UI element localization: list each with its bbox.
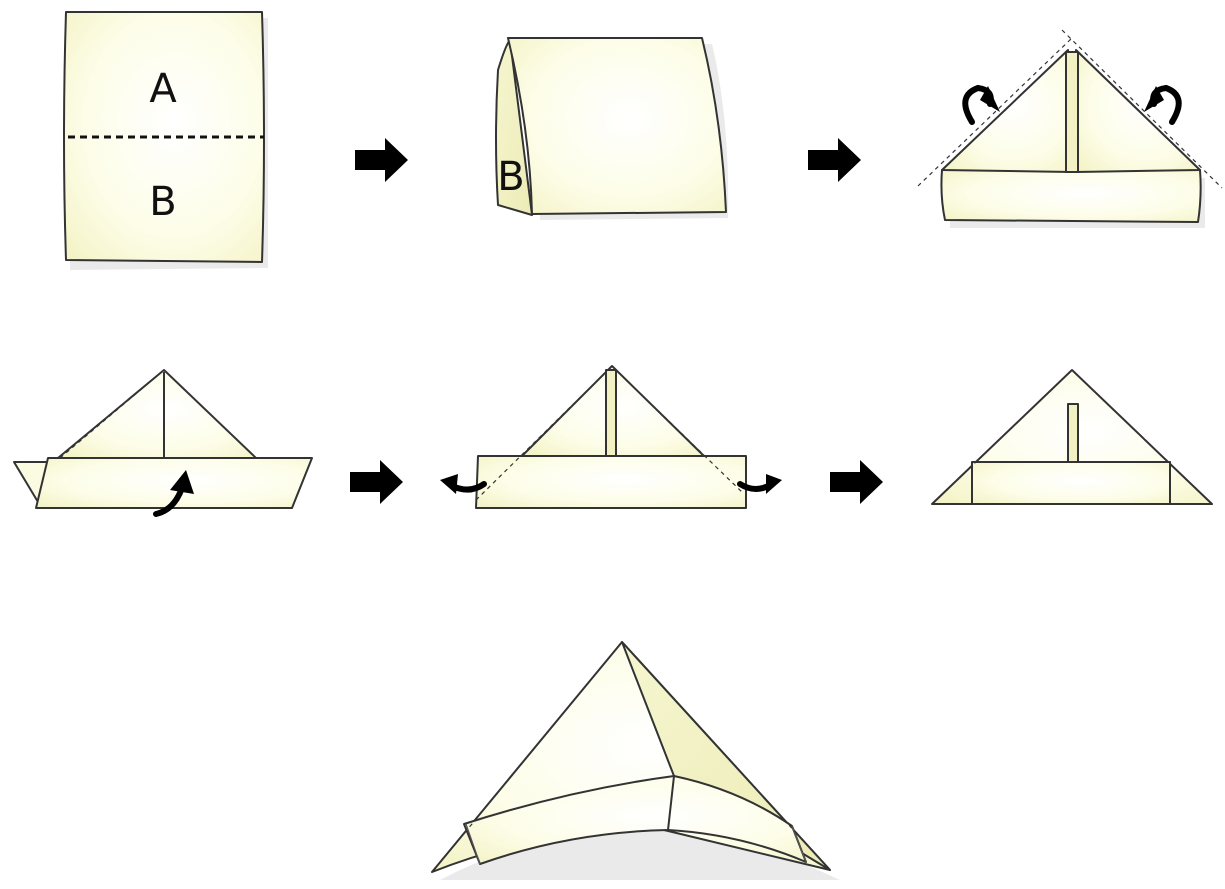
arrow-right-icon	[355, 138, 408, 182]
arrow-right-icon	[350, 460, 403, 504]
step-1-unfolded-sheet: A B	[64, 12, 268, 270]
step-4-fold-brim-up	[14, 370, 312, 508]
step-6-flat-hat	[932, 370, 1212, 504]
label-folded-flap: B	[497, 154, 524, 200]
arrow-right-icon	[830, 460, 883, 504]
step-5-fold-sides-back	[476, 366, 746, 508]
arrow-right-icon	[808, 138, 861, 182]
final-opened-hat	[432, 642, 840, 880]
label-bottom-half: B	[149, 179, 176, 225]
step-3-folded-corners	[918, 30, 1222, 228]
step-2-folded-sheet: B	[496, 38, 728, 220]
curved-fold-arrow-left-icon	[965, 86, 1000, 122]
label-top-half: A	[149, 66, 177, 112]
